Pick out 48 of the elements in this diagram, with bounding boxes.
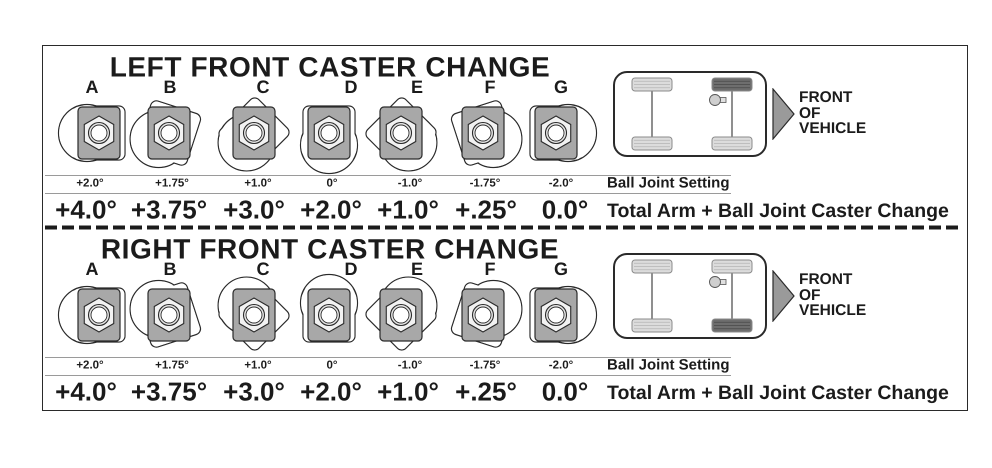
position-letter: B [164, 258, 176, 280]
position-letter: A [86, 76, 98, 98]
row-label: Ball Joint Setting [607, 176, 730, 192]
position-letter: E [411, 76, 423, 98]
caster-value: +4.0° [55, 377, 117, 407]
caster-value: +3.0° [223, 377, 285, 407]
setting-value: 0° [326, 360, 338, 372]
caster-value: 0.0° [542, 377, 588, 407]
caster-value: 0.0° [542, 195, 588, 225]
caster-value: +1.0° [377, 377, 439, 407]
setting-value: 0° [326, 178, 338, 190]
setting-value: -1.0° [398, 360, 422, 372]
position-letter: B [164, 76, 176, 98]
setting-value: +1.75° [155, 360, 189, 372]
caster-value: +4.0° [55, 195, 117, 225]
setting-value: +1.0° [244, 178, 272, 190]
caster-value: +2.0° [300, 377, 362, 407]
row-label: Total Arm + Ball Joint Caster Change [607, 383, 949, 405]
row-label: Ball Joint Setting [607, 358, 730, 374]
caster-value: +2.0° [300, 195, 362, 225]
setting-value: +2.0° [76, 360, 104, 372]
setting-value: -2.0° [548, 178, 574, 190]
position-letter: A [86, 258, 98, 280]
position-letter: G [554, 258, 568, 280]
setting-value: -1.0° [398, 178, 422, 190]
caster-value: +3.75° [130, 377, 208, 407]
setting-value: +1.0° [244, 360, 272, 372]
setting-value: -1.75° [470, 360, 500, 372]
setting-value: +1.75° [155, 178, 189, 190]
caster-value: +3.0° [223, 195, 285, 225]
caster-value: +.25° [455, 195, 517, 225]
position-letter: G [554, 76, 568, 98]
setting-value: +2.0° [76, 178, 104, 190]
direction-label: FRONT OF VEHICLE [799, 90, 866, 136]
position-letter: C [256, 258, 270, 280]
row-label: Total Arm + Ball Joint Caster Change [607, 201, 949, 223]
position-letter: E [411, 258, 423, 280]
setting-value: -1.75° [470, 178, 500, 190]
position-letter: C [256, 76, 270, 98]
position-letter: D [344, 76, 358, 98]
caster-value: +3.75° [130, 195, 208, 225]
position-letter: F [484, 258, 496, 280]
position-letter: F [484, 76, 496, 98]
direction-label: FRONT OF VEHICLE [799, 272, 866, 318]
caster-value: +1.0° [377, 195, 439, 225]
caster-value: +.25° [455, 377, 517, 407]
setting-value: -2.0° [548, 360, 574, 372]
position-letter: D [344, 258, 358, 280]
